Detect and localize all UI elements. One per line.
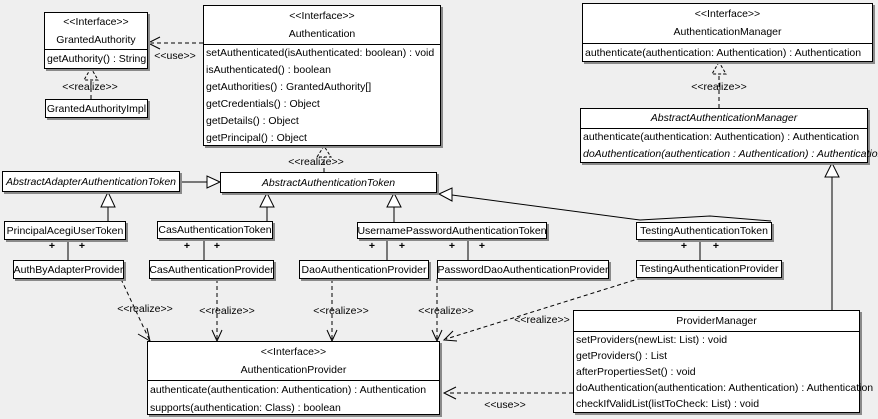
method: supports(authentication: Class) : boolea… [150, 402, 341, 414]
association-plus: + [78, 240, 86, 252]
generalization-casauthenticationtoken [259, 191, 275, 221]
class-name: PasswordDaoAuthenticationProvider [437, 263, 609, 276]
realize-label: <<realize>> [62, 81, 118, 93]
method: doAuthentication(authentication: Authent… [576, 382, 874, 394]
stereotype: <<Interface>> [260, 346, 327, 358]
class-granted-authority-impl: GrantedAuthorityImpl [45, 99, 148, 118]
association-plus: + [712, 240, 720, 252]
class-username-password-authentication-token: UsernamePasswordAuthenticationToken [357, 222, 547, 239]
stereotype: <<Interface>> [63, 16, 129, 28]
method: getPrincipal() : Object [206, 132, 307, 144]
realize-label: <<realize>> [313, 305, 369, 317]
generalization-usernamepasswordtoken [386, 191, 402, 222]
class-cas-authentication-provider: CasAuthenticationProvider [149, 260, 274, 279]
association-plus: + [398, 240, 406, 252]
method: getAuthority() : String [47, 53, 147, 65]
method: getAuthorities() : GrantedAuthority[] [206, 81, 372, 93]
class-authentication-manager: <<Interface>> AuthenticationManager auth… [582, 3, 873, 62]
method: getCredentials() : Object [206, 98, 320, 110]
method: isAuthenticated() : boolean [206, 64, 331, 76]
class-name: ProviderManager [574, 311, 859, 332]
association-plus: + [448, 240, 456, 252]
realize-label: <<realize>> [288, 156, 344, 168]
generalization-principalacegiusertoken [100, 190, 116, 221]
use-arrow-providermanager [442, 386, 573, 400]
stereotype: <<Interface>> [694, 8, 761, 20]
class-abstract-authentication-manager: AbstractAuthenticationManager authentica… [580, 108, 878, 163]
class-name: PrincipalAcegiUserToken [6, 224, 124, 237]
class-name: AbstractAuthenticationToken [261, 176, 396, 189]
class-dao-authentication-provider: DaoAuthenticationProvider [299, 260, 429, 279]
use-label: <<use>> [484, 399, 526, 411]
use-label: <<use>> [154, 50, 196, 62]
class-abstract-authentication-token: AbstractAuthenticationToken [220, 172, 437, 193]
class-name: GrantedAuthorityImpl [46, 102, 147, 115]
method: setAuthenticated(isAuthenticated: boolea… [206, 47, 435, 59]
method: afterPropertiesSet() : void [576, 366, 696, 378]
realize-label: <<realize>> [117, 303, 173, 315]
method: getDetails() : Object [206, 115, 299, 127]
realize-abstractauthenticationmanager [711, 61, 727, 108]
association-plus: + [680, 240, 688, 252]
class-password-dao-authentication-provider: PasswordDaoAuthenticationProvider [437, 260, 609, 279]
class-name: TestingAuthenticationToken [640, 225, 768, 237]
method: authenticate(authentication: Authenticat… [583, 131, 860, 143]
class-abstract-adapter-authentication-token: AbstractAdapterAuthenticationToken [2, 171, 180, 192]
class-name: AuthByAdapterProvider [13, 263, 124, 276]
class-granted-authority: <<Interface>> GrantedAuthority getAuthor… [44, 12, 148, 69]
realize-label: <<realize>> [691, 81, 747, 93]
class-authentication-provider: <<Interface>> AuthenticationProvider aut… [147, 341, 440, 415]
class-name: UsernamePasswordAuthenticationToken [357, 224, 547, 237]
association-lines [67, 239, 701, 260]
class-name: AuthenticationProvider [240, 364, 347, 376]
association-plus: + [48, 240, 56, 252]
class-provider-manager: ProviderManager setProviders(newList: Li… [573, 310, 874, 413]
class-name: TestingAuthenticationProvider [639, 263, 779, 275]
class-name: AbstractAuthenticationManager [581, 109, 867, 129]
method: doAuthentication(authentication : Authen… [583, 148, 878, 160]
class-name: GrantedAuthority [56, 34, 136, 46]
association-plus: + [478, 240, 486, 252]
class-authentication: <<Interface>> Authentication setAuthenti… [203, 5, 441, 146]
generalization-providermanager [824, 161, 840, 310]
class-testing-authentication-provider: TestingAuthenticationProvider [636, 260, 782, 278]
class-name: CasAuthenticationProvider [149, 263, 274, 276]
generalization-abstractadaptertoken [180, 175, 222, 189]
realize-abstractauthenticationtoken [316, 145, 332, 172]
class-name: AbstractAdapterAuthenticationToken [5, 175, 177, 188]
class-name: Authentication [288, 28, 356, 40]
realize-testingauthenticationprovider [442, 277, 642, 342]
realize-label: <<realize>> [199, 305, 255, 317]
method: authenticate(authentication: Authenticat… [150, 384, 427, 396]
class-name: CasAuthenticationToken [158, 224, 272, 236]
class-auth-by-adapter-provider: AuthByAdapterProvider [13, 260, 124, 279]
stereotype: <<Interface>> [289, 10, 355, 22]
method: authenticate(authentication: Authenticat… [585, 47, 862, 59]
class-testing-authentication-token: TestingAuthenticationToken [636, 222, 772, 240]
realize-label: <<realize>> [418, 305, 474, 317]
class-name: DaoAuthenticationProvider [301, 263, 427, 276]
method: checkIfValidList(listToCheck: List) : vo… [576, 398, 760, 410]
generalization-testingauthenticationtoken [437, 187, 772, 222]
association-plus: + [213, 240, 221, 252]
association-plus: + [183, 240, 191, 252]
class-name: AuthenticationManager [673, 26, 782, 38]
use-arrow-authentication-grantedauthority [146, 36, 203, 50]
class-cas-authentication-token: CasAuthenticationToken [157, 221, 273, 239]
association-plus: + [368, 240, 376, 252]
realize-label: <<realize>> [514, 314, 570, 326]
method: setProviders(newList: List) : void [576, 334, 728, 346]
method: getProviders() : List [576, 350, 668, 362]
realize-grantedauthorityimpl [83, 67, 99, 99]
class-principal-acegi-user-token: PrincipalAcegiUserToken [4, 221, 126, 240]
